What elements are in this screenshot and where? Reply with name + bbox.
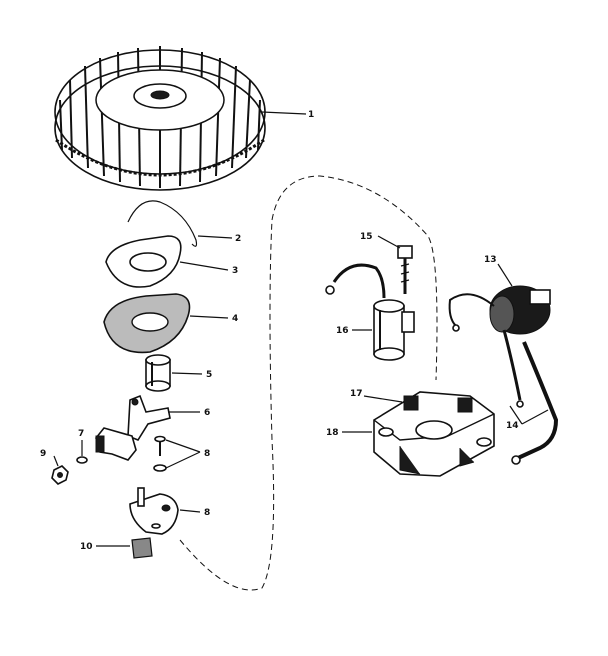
callout-7: 7 bbox=[78, 429, 84, 439]
nut bbox=[51, 456, 88, 485]
callout-16: 16 bbox=[336, 326, 349, 336]
condenser bbox=[325, 263, 415, 361]
callout-17: 17 bbox=[350, 389, 363, 399]
high-tension-lead bbox=[511, 341, 559, 465]
mounting-screw bbox=[397, 245, 413, 294]
gasket bbox=[103, 293, 191, 354]
callout-5: 5 bbox=[206, 370, 212, 380]
callout-labels: 1 2 3 4 5 6 7 8 8 9 10 13 14 15 16 17 18 bbox=[40, 110, 519, 552]
spring-clip bbox=[127, 200, 198, 247]
callout-8-upper: 8 bbox=[204, 449, 210, 459]
callout-1: 1 bbox=[308, 110, 314, 120]
breaker-base-plate bbox=[129, 487, 179, 535]
callout-4: 4 bbox=[232, 314, 238, 324]
callout-14: 14 bbox=[506, 421, 519, 431]
breaker-point bbox=[95, 427, 137, 461]
callout-2: 2 bbox=[235, 234, 241, 244]
callout-15: 15 bbox=[360, 232, 373, 242]
ignition-coil bbox=[448, 285, 551, 408]
coil-bracket bbox=[373, 391, 495, 477]
callout-13: 13 bbox=[484, 255, 497, 265]
leader-lines bbox=[53, 111, 549, 547]
dashed-boundary bbox=[179, 175, 438, 591]
screw-and-washer bbox=[153, 435, 167, 472]
cam-bushing bbox=[145, 354, 171, 392]
cover-plate bbox=[105, 235, 182, 288]
callout-18: 18 bbox=[326, 428, 339, 438]
breaker-arm bbox=[127, 394, 171, 441]
callout-9: 9 bbox=[40, 449, 46, 459]
callout-6: 6 bbox=[204, 408, 210, 418]
felt-wick bbox=[131, 537, 153, 559]
callout-10: 10 bbox=[80, 542, 93, 552]
flywheel bbox=[54, 46, 266, 191]
callout-3: 3 bbox=[232, 266, 238, 276]
callout-8-lower: 8 bbox=[204, 508, 210, 518]
